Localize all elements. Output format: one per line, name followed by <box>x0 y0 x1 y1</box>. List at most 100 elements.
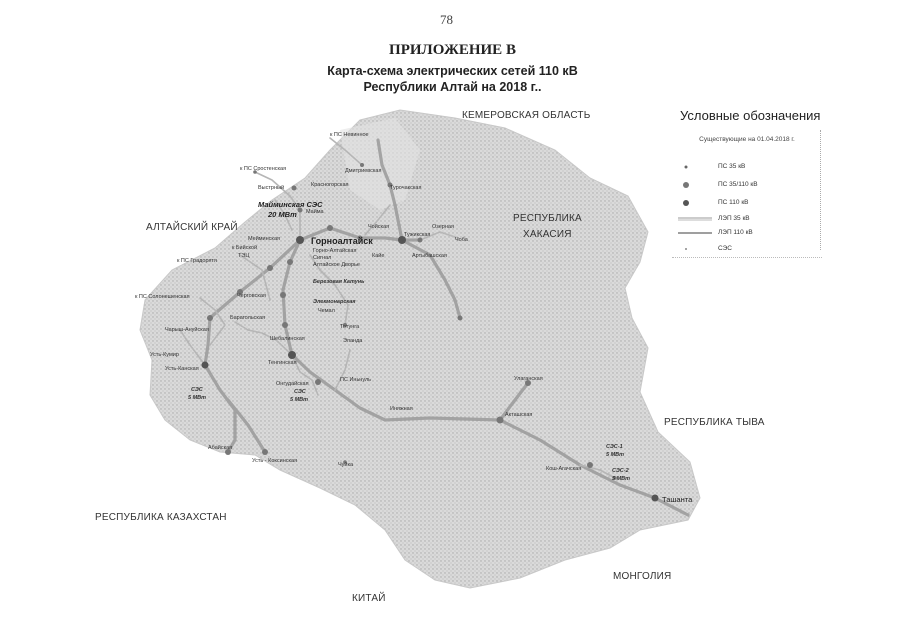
page-number: 78 <box>440 12 453 27</box>
legend-item-ps110: ПС 110 кВ <box>672 196 822 210</box>
label-k-gradoryt: к ПС Градорятя <box>177 258 217 264</box>
label-kosh-agach: Кош-Агачская <box>546 466 581 472</box>
label-ust-kan: Усть-Канская <box>165 366 199 372</box>
label-ses-ust-kan-mw: 5 МВт <box>188 395 206 401</box>
label-cheba: Чоба <box>455 237 469 243</box>
label-tuzhuk: Тужикская <box>404 232 430 238</box>
label-k-biyskaya-2: ТЭЦ <box>238 253 249 259</box>
label-tenginskaya: Тенгинская <box>268 360 297 366</box>
label-ulagan: Улаганская <box>514 376 543 382</box>
line-single-icon <box>678 232 712 234</box>
label-inya2: Иняжная <box>390 406 413 412</box>
region-china: КИТАЙ <box>352 591 386 604</box>
label-dmitrievka: Дмитриевская <box>345 168 381 174</box>
label-chaiskaya: Чойская <box>368 223 389 230</box>
label-onguday: Онгудайская <box>276 380 309 387</box>
republic-terrain <box>139 109 701 589</box>
region-khakasia-2: ХАКАСИЯ <box>523 229 572 240</box>
label-k-nevinnoe: к ПС Невинное <box>330 132 369 138</box>
map-legend: Условные обозначения Существующие на 01.… <box>672 108 822 258</box>
label-charysh: Чарыш-Ануйская <box>165 326 209 333</box>
region-tyva: РЕСПУБЛИКА ТЫВА <box>664 417 765 428</box>
label-totunga: Тотунга <box>340 324 360 330</box>
label-ses1-mw: 5 МВт <box>606 452 624 458</box>
label-inya: ПС Иньнуль <box>340 377 371 383</box>
legend-subheading: Существующие на 01.04.2018 г. <box>699 136 795 143</box>
label-ses2: СЭС-2 <box>612 468 629 474</box>
legend-divider <box>672 257 822 258</box>
dot-tiny-icon <box>685 248 687 250</box>
dot-large-icon <box>683 182 689 188</box>
label-mayminskaya: Мейминская <box>248 235 280 242</box>
label-altaiskoe: Алтайское Дворье <box>313 261 360 268</box>
label-mayma: Майма <box>306 208 325 215</box>
dot-small-icon <box>684 165 688 169</box>
line-ulagan <box>498 381 530 422</box>
label-k-biyskaya-1: к Бийской <box>232 244 257 251</box>
legend-item-lep110: ЛЭП 110 кВ <box>672 226 822 240</box>
label-ses-onguday: СЭС <box>294 389 307 395</box>
label-aktash: Акташская <box>505 412 532 418</box>
label-kay: Кайе <box>372 252 384 259</box>
label-chergiskaya: Черговская <box>237 293 266 299</box>
label-tashanta: Ташанта <box>662 495 693 504</box>
label-artybash: Артыбашская <box>412 253 447 259</box>
line-north <box>376 138 404 242</box>
map-title-line2: Республики Алтай на 2018 г.. <box>363 80 542 94</box>
label-gorno-altaiskaya: Горно-Алтайская <box>313 247 356 254</box>
region-altai-krai: АЛТАЙСКИЙ КРАЙ <box>146 220 238 233</box>
label-maima-ses-mw: 20 МВт <box>267 210 297 219</box>
line-tashanta-south <box>653 496 690 517</box>
place-labels: к ПС Невинное Дмитриевская Турочакская к… <box>135 132 693 504</box>
line-double-icon <box>678 217 712 221</box>
label-gorno-altaisk: Горноалтайск <box>311 236 373 246</box>
line-west <box>203 238 302 367</box>
label-ust-kumir: Усть-Кумир <box>150 352 179 358</box>
label-shebalino: Шебалинская <box>270 336 305 342</box>
label-chuya: Чуйка <box>338 461 354 468</box>
legend-heading: Условные обозначения <box>680 108 821 123</box>
label-krasnogorskaya: Красногорская <box>311 182 349 188</box>
label-ust-koksa: Усть - Коксинская <box>252 458 297 464</box>
region-kazakhstan: РЕСПУБЛИКА КАЗАХСТАН <box>95 512 227 523</box>
region-mongolia: МОНГОЛИЯ <box>613 571 671 582</box>
legend-label: ЛЭП 35 кВ <box>718 215 750 222</box>
legend-label: ПС 35 кВ <box>718 163 746 170</box>
terrain-north-strip <box>340 118 420 210</box>
legend-label: СЭС <box>718 245 732 252</box>
dot-dark-icon <box>683 200 689 206</box>
label-abay: Абайская <box>208 444 232 451</box>
legend-label: ПС 110 кВ <box>718 199 749 206</box>
label-ozernaya: Озерная <box>432 224 454 230</box>
line-ust-koksa <box>226 398 267 454</box>
legend-label: ЛЭП 110 кВ <box>718 229 753 236</box>
substations <box>201 163 659 502</box>
label-k-soloneshnoe: к ПС Солонешенская <box>135 294 190 300</box>
legend-item-ps35: ПС 35 кВ <box>672 160 822 174</box>
label-vystrny: Выстрный <box>258 184 284 191</box>
legend-label: ПС 35/110 кВ <box>718 181 758 188</box>
legend-frame <box>672 130 821 250</box>
line-artybash-lake <box>400 238 462 320</box>
region-khakasia-1: РЕСПУБЛИКА <box>513 213 582 224</box>
label-elanda: Эланда <box>343 338 363 344</box>
line-main-east <box>290 353 657 500</box>
label-ses2-mw: 5 МВт <box>612 476 630 482</box>
label-maima-ses: Майминская СЭС <box>258 200 323 209</box>
label-sygnal: Сигнал <box>313 255 331 261</box>
region-kemerovo: КЕМЕРОВСКАЯ ОБЛАСТЬ <box>462 110 591 121</box>
appendix-heading: ПРИЛОЖЕНИЕ В <box>389 42 516 58</box>
label-ses1: СЭС-1 <box>606 444 623 450</box>
legend-item-lep35: ЛЭП 35 кВ <box>672 212 822 226</box>
label-ses-ust-kan: СЭС <box>191 387 204 393</box>
label-ses-onguday-mw: 5 МВт <box>290 397 308 403</box>
label-barangol: Барагольская <box>230 315 265 321</box>
label-cherga-up: Элекмонарская <box>313 299 356 305</box>
label-chemal: Чемал <box>318 308 335 314</box>
label-k-srostki: к ПС Сростенская <box>240 166 286 172</box>
map-title-line1: Карта-схема электрических сетей 110 кВ <box>327 64 578 78</box>
legend-item-ses: СЭС <box>672 242 822 256</box>
line-gorno-cherga <box>281 238 302 357</box>
